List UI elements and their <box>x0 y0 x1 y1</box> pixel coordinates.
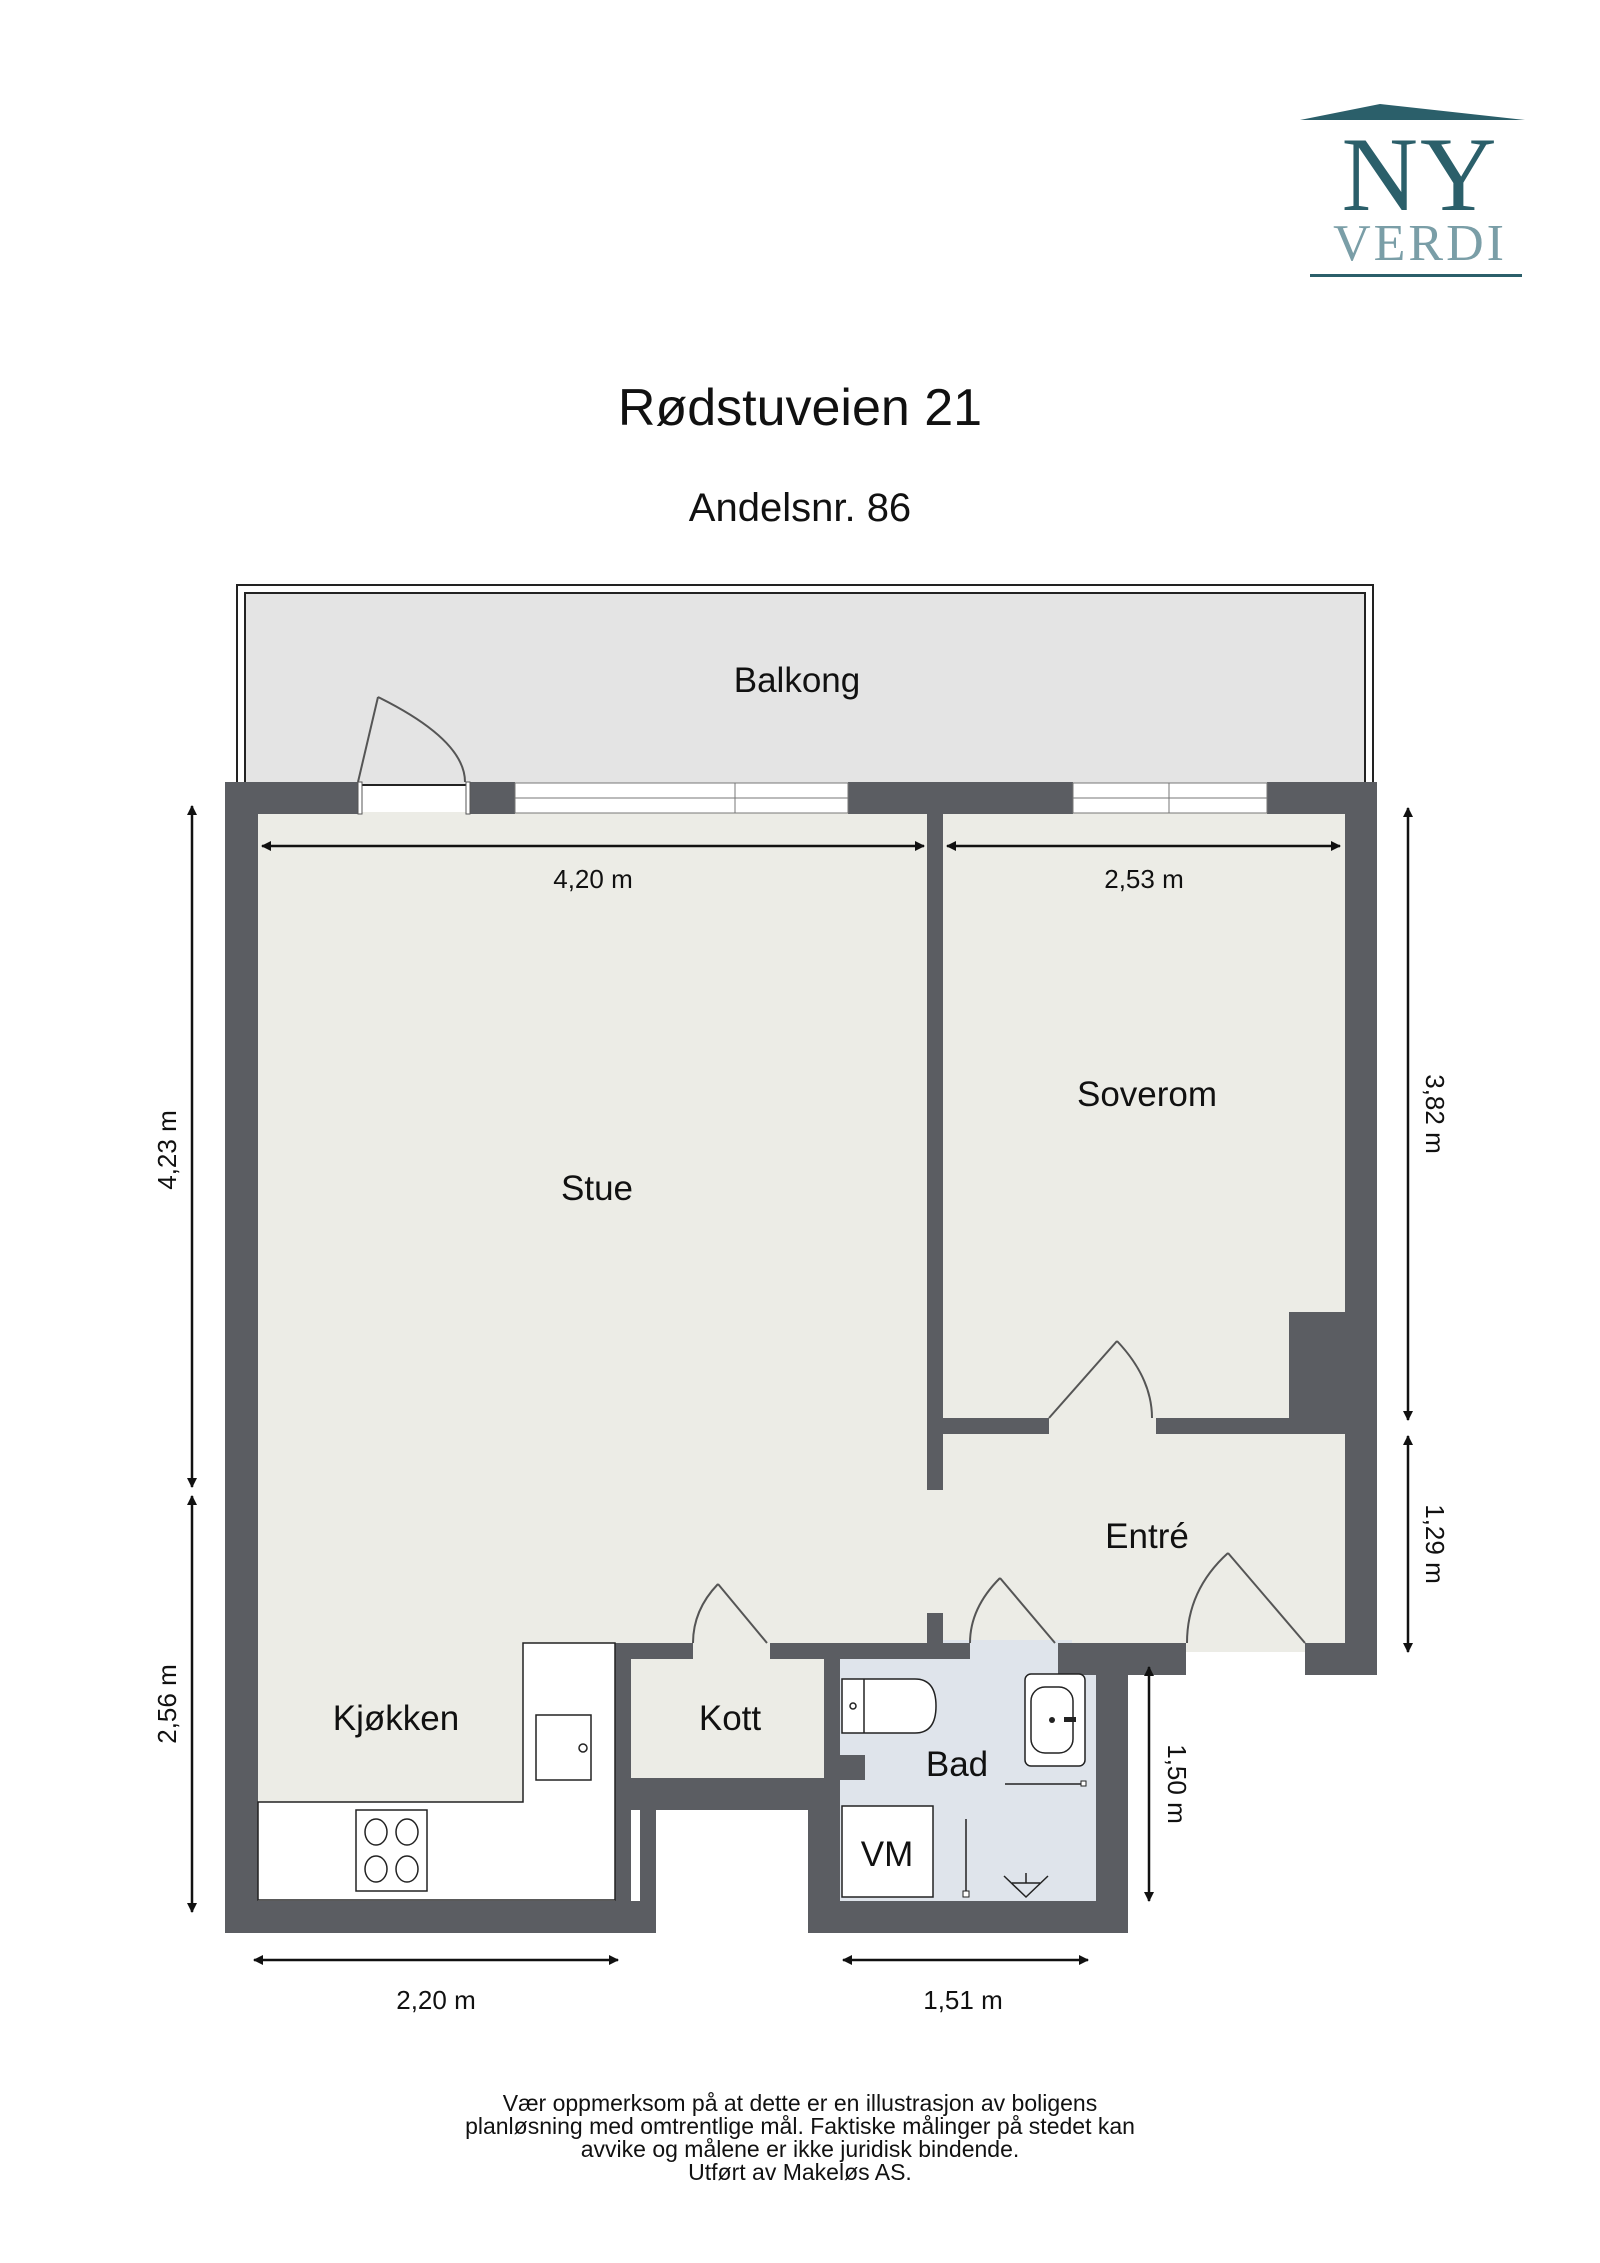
drain-icon <box>1003 1873 1049 1899</box>
balcony-door <box>357 696 471 815</box>
logo-text-verdi: VERDI <box>1333 215 1507 272</box>
page-title: Rødstuveien 21 <box>617 379 983 437</box>
kitchen-counter <box>257 1642 616 1901</box>
dim-entrance-height: 1,29 m <box>1420 1504 1450 1584</box>
balcony <box>236 584 1374 786</box>
logo-underline <box>1310 274 1522 277</box>
room-label-washing-machine: VM <box>861 1835 914 1874</box>
bathroom-door <box>969 1577 1056 1644</box>
disclaimer-line: Utført av Makeløs AS. <box>688 2159 912 2185</box>
bedroom-window <box>1072 782 1268 814</box>
floors <box>258 812 1352 1916</box>
dim-bathroom-height: 1,50 m <box>1162 1744 1192 1824</box>
windows <box>514 782 1268 814</box>
dim-bedroom-height: 3,82 m <box>1420 1074 1450 1154</box>
living-room-window <box>514 782 849 814</box>
disclaimer: Vær oppmerksom på at dette er en illustr… <box>300 2092 1300 2184</box>
logo-text-ny: NY <box>1341 116 1499 233</box>
room-label-kitchen: Kjøkken <box>333 1699 459 1738</box>
roof-icon <box>1300 104 1525 120</box>
washbasin-icon <box>1024 1673 1086 1767</box>
room-label-entrance: Entré <box>1105 1517 1189 1556</box>
dim-bedroom-width: 2,53 m <box>1104 864 1184 894</box>
disclaimer-line: avvike og målene er ikke juridisk binden… <box>580 2136 1020 2162</box>
room-label-balcony: Balkong <box>734 661 860 700</box>
doors <box>357 696 1306 1644</box>
disclaimer-line: planløsning med omtrentlige mål. Faktisk… <box>465 2113 1135 2139</box>
dim-living-height: 4,23 m <box>152 1110 182 1190</box>
dim-living-width: 4,20 m <box>553 864 633 894</box>
toilet-icon <box>841 1678 937 1734</box>
page-subtitle: Andelsnr. 86 <box>688 486 912 530</box>
stove-icon <box>355 1809 428 1892</box>
kitchen-sink-icon <box>535 1714 592 1781</box>
entrance-door <box>1186 1552 1306 1644</box>
dim-kitchen-height: 2,56 m <box>152 1664 182 1744</box>
kott-door <box>692 1583 768 1644</box>
dim-bathroom-width: 1,51 m <box>923 1985 1003 2015</box>
room-label-storage: Kott <box>699 1699 762 1738</box>
dim-kitchen-width: 2,20 m <box>396 1985 476 2015</box>
walls <box>225 782 1377 1933</box>
washing-machine-icon <box>841 1805 934 1898</box>
room-label-bathroom: Bad <box>926 1745 988 1784</box>
ny-verdi-logo: NY VERDI <box>1300 100 1540 280</box>
dimension-lines <box>187 805 1413 1965</box>
disclaimer-line: Vær oppmerksom på at dette er en illustr… <box>502 2090 1098 2116</box>
room-label-bedroom: Soverom <box>1077 1075 1217 1114</box>
room-label-living-room: Stue <box>561 1169 633 1208</box>
bathroom-fixtures <box>841 1673 1087 1899</box>
bedroom-door <box>1048 1340 1153 1419</box>
